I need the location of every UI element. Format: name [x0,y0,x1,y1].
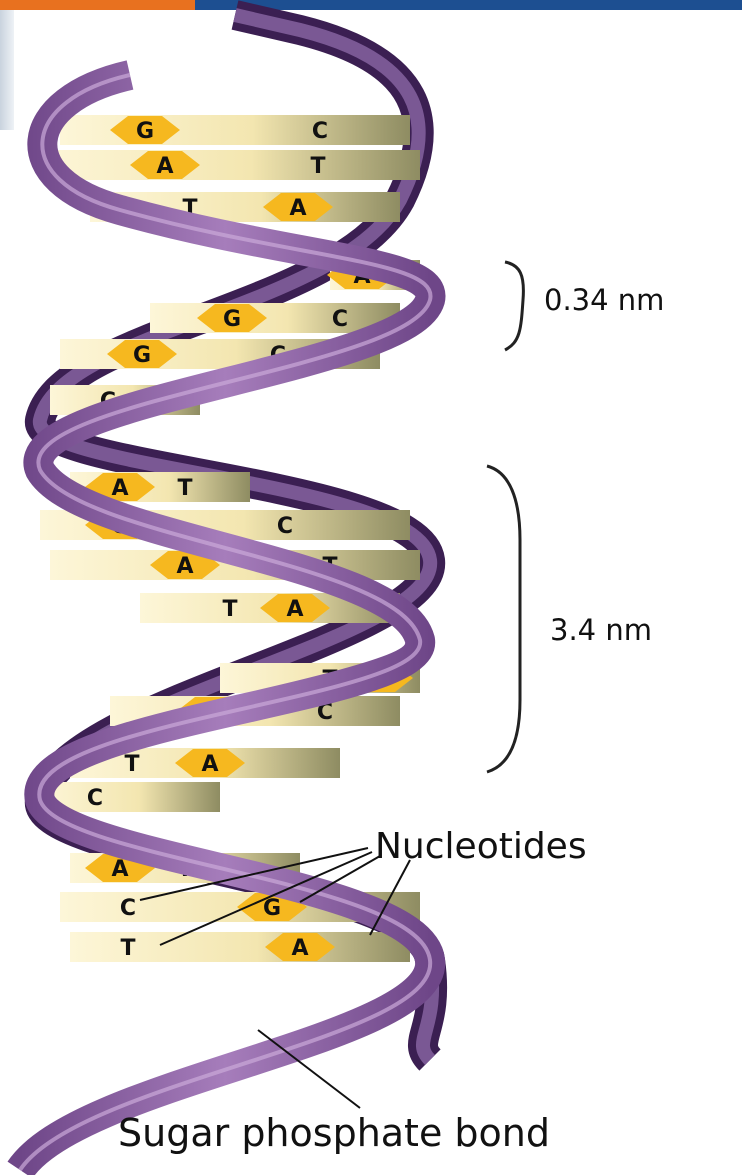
base-pair-rung [45,150,420,180]
base-letter: A [289,196,306,221]
base-letter: A [291,936,308,961]
base-letter: G [133,343,151,368]
helix-turn-length-label: 3.4 nm [550,613,652,647]
base-letter: T [222,597,237,622]
base-letter: T [124,752,139,777]
rise-per-base-label: 0.34 nm [544,283,664,317]
base-letter: A [286,597,303,622]
base-letter: T [310,154,325,179]
base-letter: C [277,514,293,539]
base-letter: A [111,476,128,501]
base-letter: C [120,896,136,921]
base-letter: G [263,896,281,921]
base-letter: C [312,119,328,144]
nucleotides-label: Nucleotides [375,826,587,867]
base-letter: T [120,936,135,961]
bracket-0-34nm [505,262,523,350]
base-letter: A [176,554,193,579]
sugar-phosphate-label: Sugar phosphate bond [118,1111,550,1155]
base-letter: G [136,119,154,144]
base-letter: C [332,307,348,332]
base-letter: T [177,476,192,501]
base-letter: A [156,154,173,179]
base-letter: A [201,752,218,777]
base-letter: A [111,857,128,882]
base-letter: G [223,307,241,332]
bracket-3-4nm [487,466,520,772]
base-letter: C [87,786,103,811]
